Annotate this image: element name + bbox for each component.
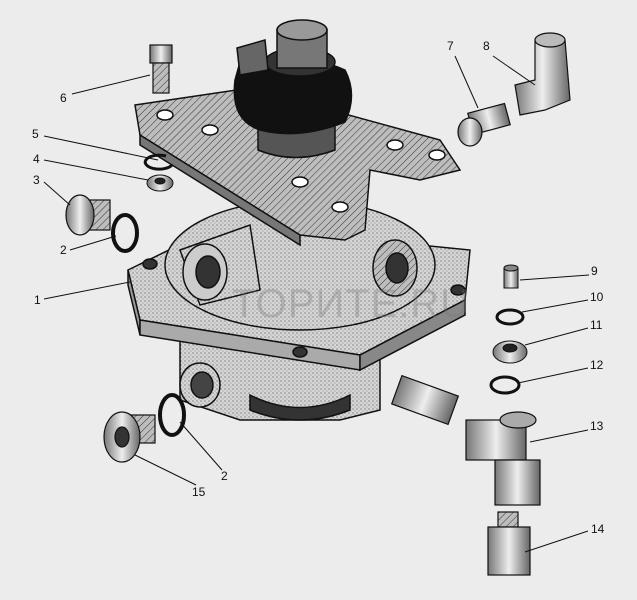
tee-part-13: [465, 411, 541, 506]
bolt-part-6: [149, 44, 173, 94]
lock-ring-part-5: [143, 153, 174, 171]
callout-3: 3: [33, 173, 40, 187]
callout-7: 7: [447, 39, 454, 53]
callout-2-lower: 2: [221, 469, 228, 483]
washer-part-2-upper: [111, 213, 139, 253]
callout-2-upper: 2: [60, 243, 67, 257]
fitting-part-14: [487, 511, 531, 576]
callout-11: 11: [590, 318, 603, 332]
callout-14: 14: [591, 522, 605, 536]
fitting-part-11: [492, 340, 528, 364]
callout-6: 6: [60, 91, 67, 105]
callout-10: 10: [590, 290, 604, 304]
callout-1: 1: [34, 293, 41, 307]
elbow-part-8: [514, 32, 571, 116]
washer-part-10: [495, 308, 525, 326]
fitting-part-9: [503, 264, 519, 289]
callout-8: 8: [483, 39, 490, 53]
callout-15: 15: [192, 485, 206, 499]
washer-part-12: [489, 375, 521, 395]
leader-lines: [43, 55, 590, 553]
plug-part-15: [103, 411, 156, 463]
fitting-part-7: [457, 102, 511, 147]
washer-part-2-lower: [158, 393, 186, 437]
callout-13: 13: [590, 419, 604, 433]
callout-5: 5: [32, 127, 39, 141]
plug-part-3: [65, 194, 111, 236]
valve-body: [127, 199, 471, 372]
nut-part-4: [146, 174, 174, 192]
mounting-plate: [134, 87, 462, 247]
callout-9: 9: [591, 264, 598, 278]
side-fitting: [390, 374, 460, 426]
watermark: ТОРИТЕ.RU: [232, 282, 471, 326]
callout-12: 12: [590, 358, 604, 372]
callout-4: 4: [33, 152, 40, 166]
valve-cap: [233, 19, 353, 159]
